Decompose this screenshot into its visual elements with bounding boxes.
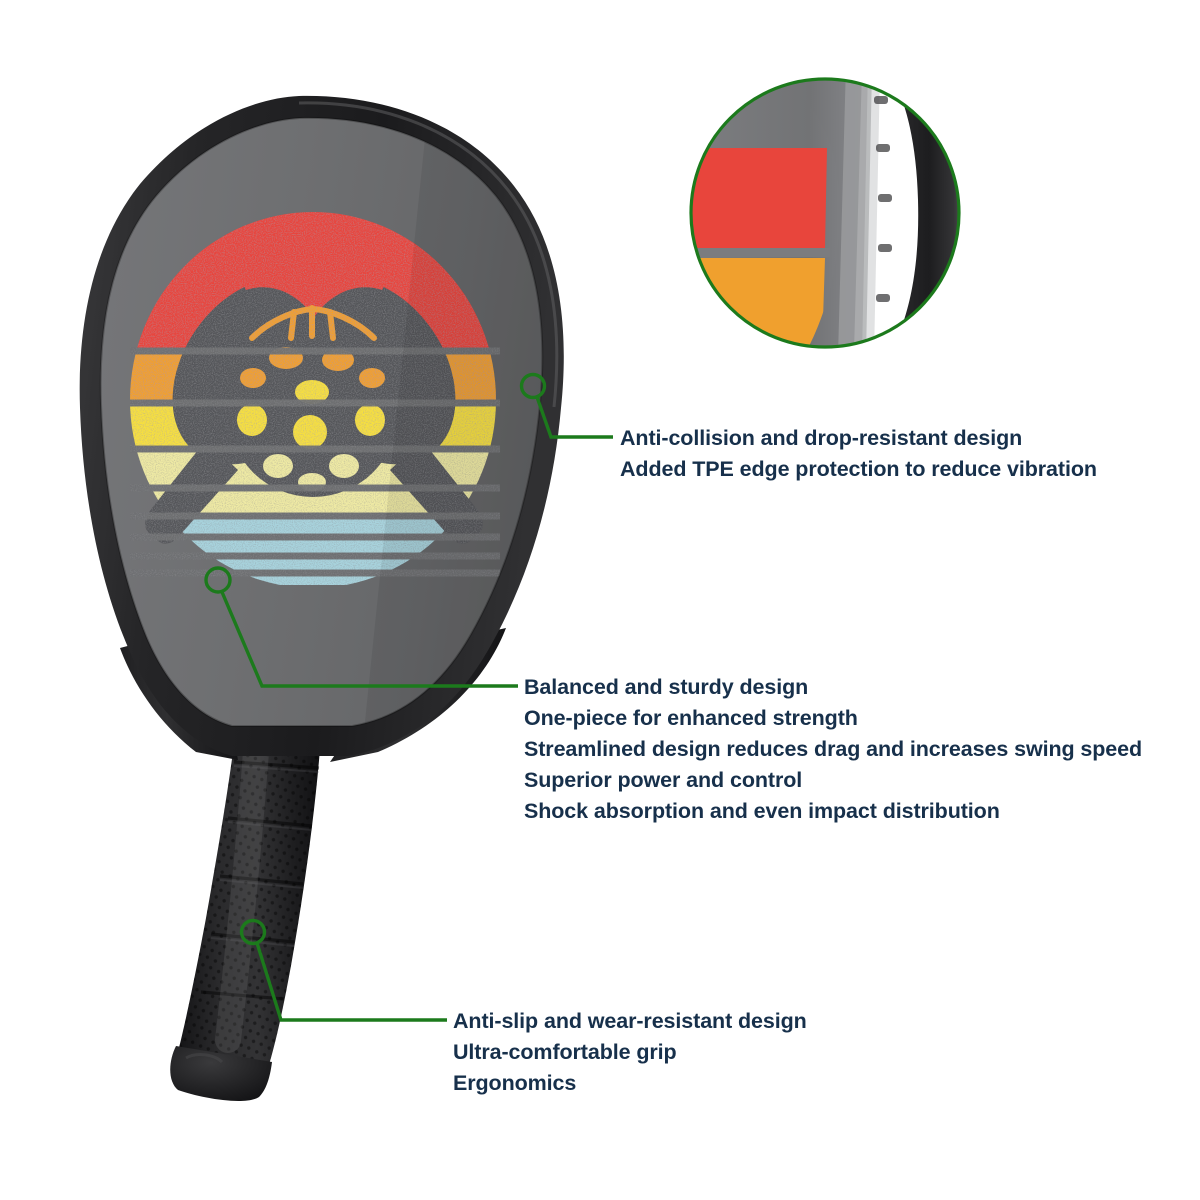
inset-band-orange [691,258,825,347]
callout-line: Anti-collision and drop-resistant design [620,426,1023,450]
callout-line: Streamlined design reduces drag and incr… [524,737,1143,761]
band-blue-3 [130,559,496,570]
callout-line: Balanced and sturdy design [524,675,809,699]
callout-line: Added TPE edge protection to reduce vibr… [620,457,1097,481]
grip-perforation-texture [178,720,322,1068]
band-blue-2 [130,540,496,553]
band-blue-1 [130,519,496,534]
band-pale-yellow-2 [130,491,496,513]
callout-line: Ultra-comfortable grip [453,1040,677,1064]
ball-crown-marks [249,305,377,341]
butt-cap [170,1046,272,1101]
paddle-face [100,117,543,726]
paddle-silhouette-outline [172,286,456,465]
callout-line: Anti-slip and wear-resistant design [453,1009,807,1033]
ball-holes [237,347,385,491]
callout-connectors [204,372,613,1022]
connector-grip [239,918,447,1022]
edge-protection-callout: Anti-collision and drop-resistant design… [620,423,1097,485]
callout-line: One-piece for enhanced strength [524,706,858,730]
edge-guard-ridges [874,96,892,302]
connector-edge-protection [519,372,613,439]
callout-line: Ergonomics [453,1071,577,1095]
callout-line: Superior power and control [524,768,803,792]
emblem-slice-lines [130,347,500,577]
connector-core-structure [204,566,518,688]
inset-band-red [691,148,827,248]
paddle-illustration [79,95,564,1101]
paddle-grip [170,711,322,1101]
inset-border-circle [689,77,961,349]
grip-wrap-seams [200,760,320,1001]
band-blue-4 [130,576,496,585]
grip-callout: Anti-slip and wear-resistant design Ultr… [453,1006,807,1099]
callout-line: Shock absorption and even impact distrib… [524,799,1000,823]
core-structure-callout: Balanced and sturdy design One-piece for… [524,672,1142,827]
edge-guard-zoom-inset [689,77,961,349]
